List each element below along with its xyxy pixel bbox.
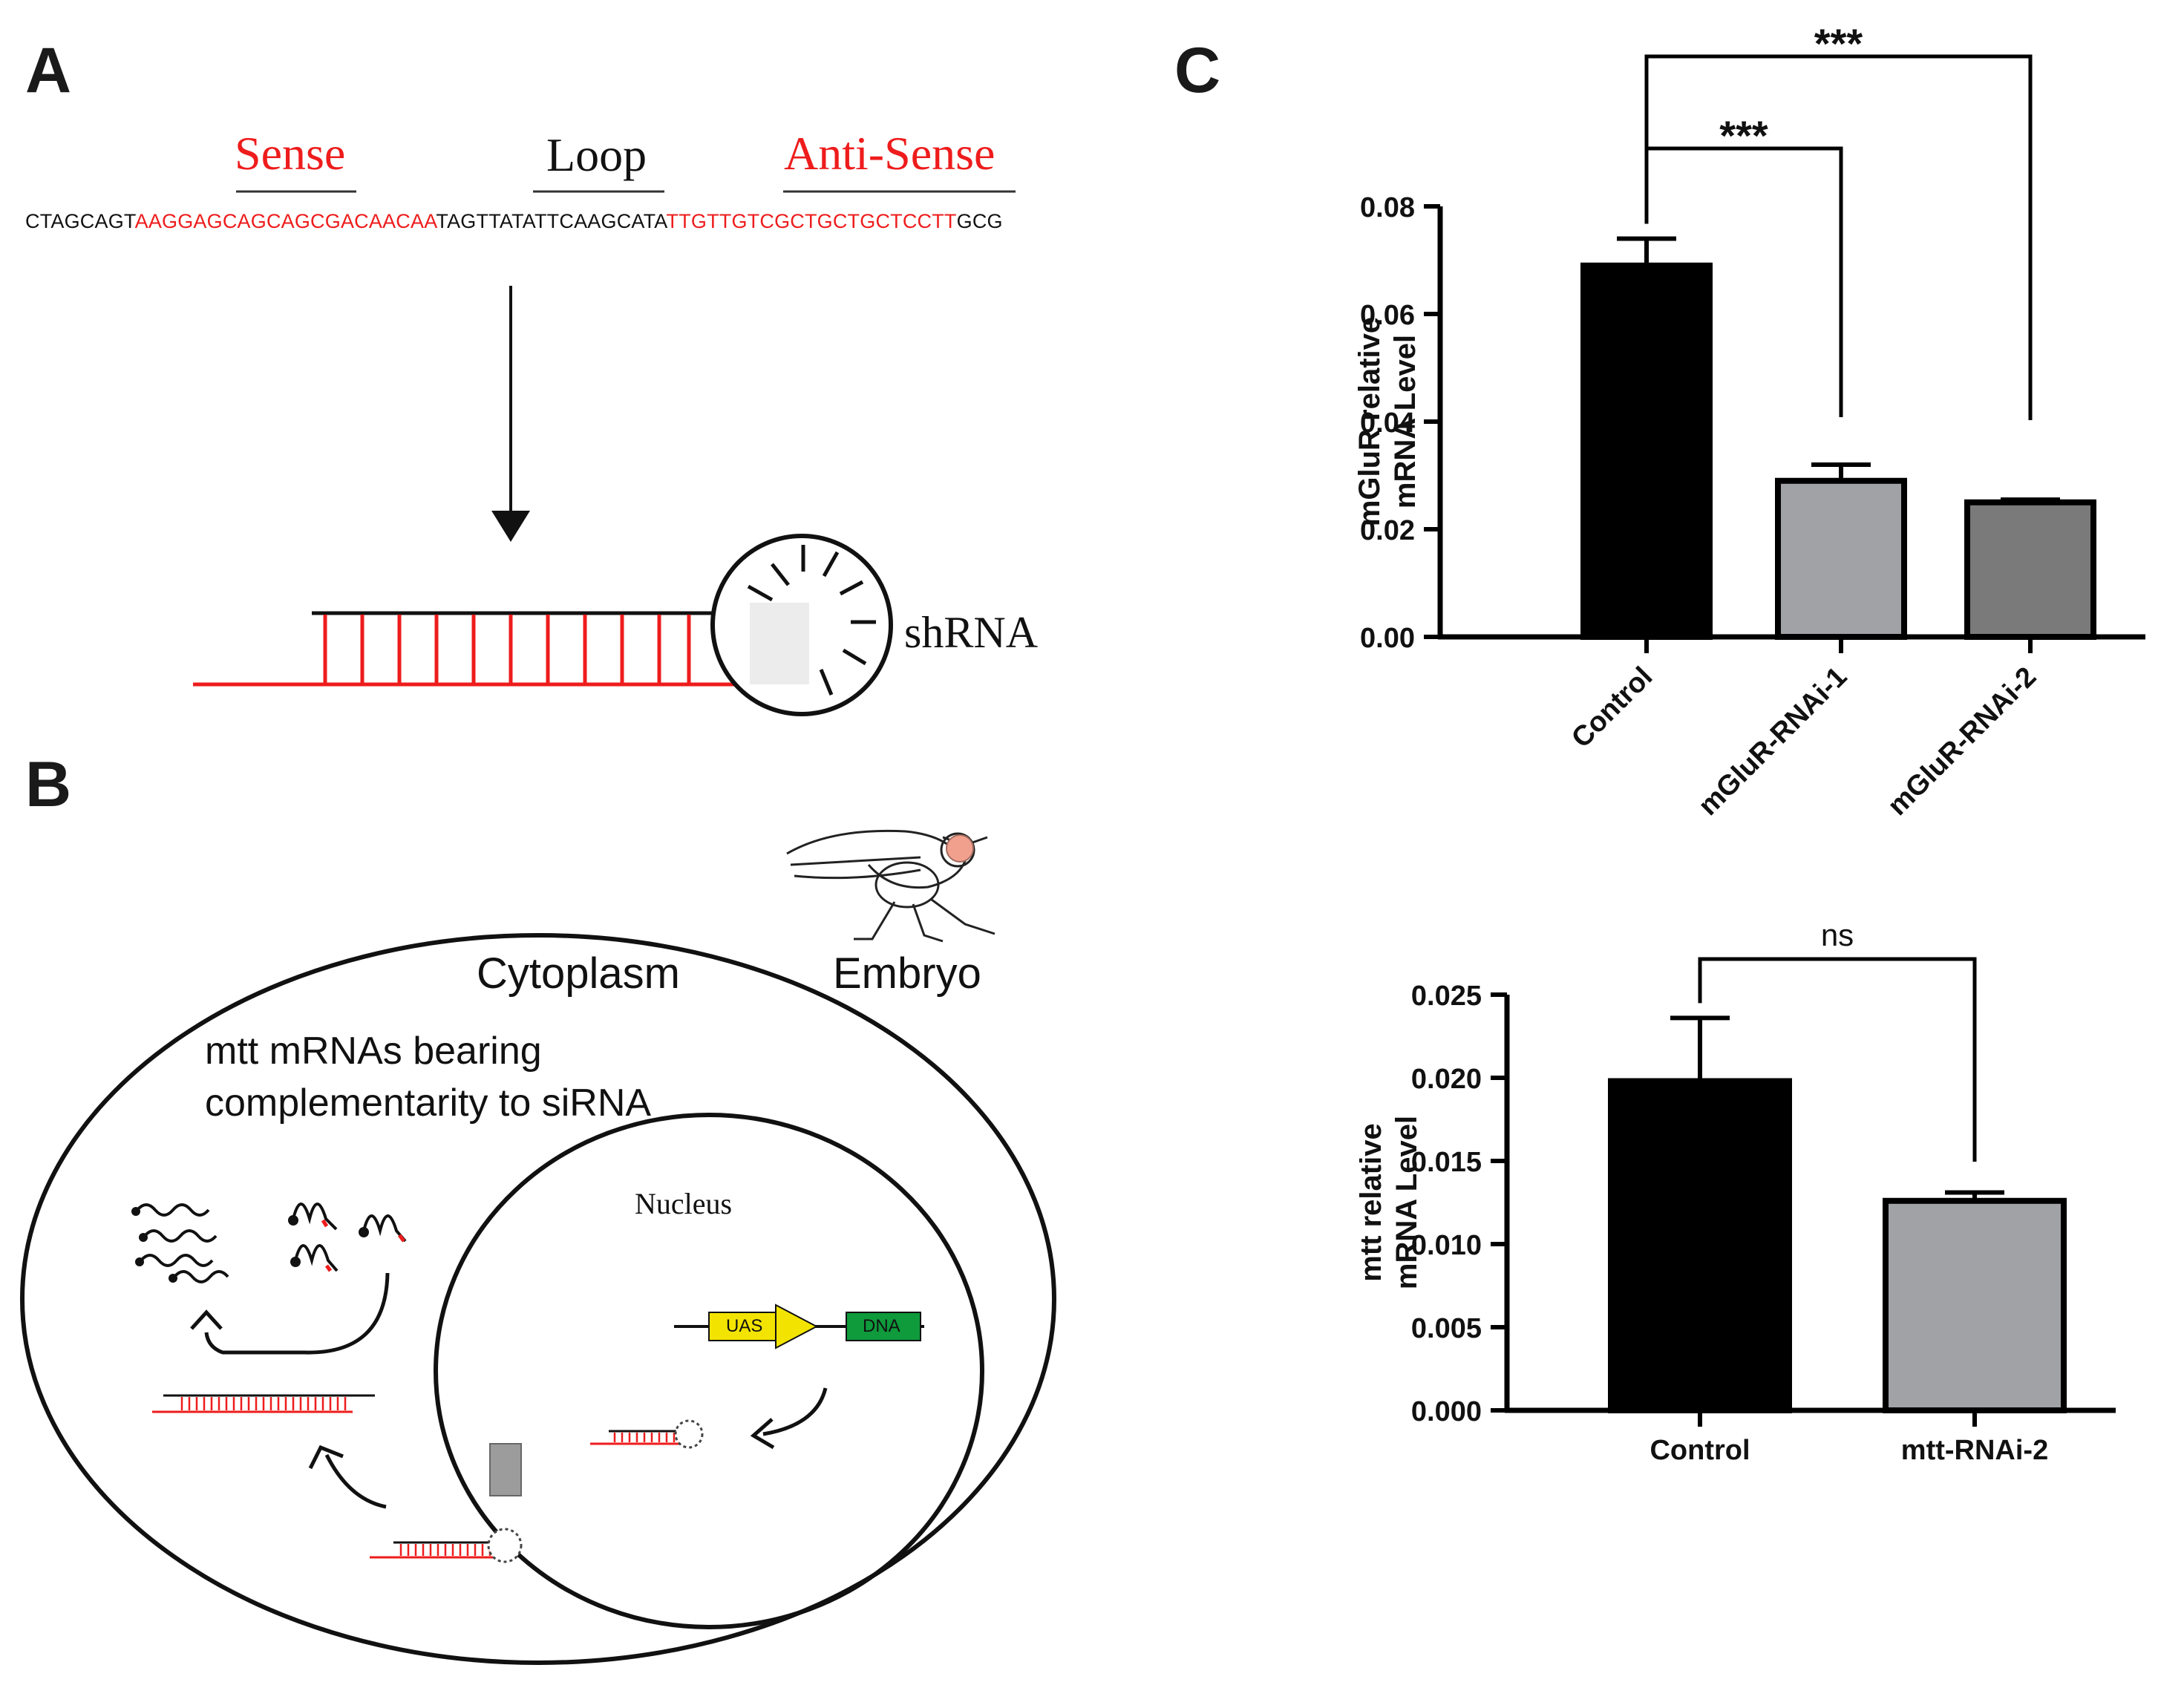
uas-label: UAS [726, 1316, 763, 1336]
uas-promoter-icon [775, 1303, 819, 1349]
x-tick-label-0-2: mGluR-RNAi-2 [1882, 661, 2042, 822]
significance-label-0-0: *** [1719, 112, 1768, 159]
significance-bracket-1-0 [1698, 957, 1977, 1162]
exported-shrna-icon [370, 1528, 523, 1563]
cytoplasm-label: Cytoplasm [477, 949, 680, 998]
bar-0-1 [1775, 477, 1907, 640]
shrna-label: shRNA [904, 608, 1039, 657]
y-tick-label-0-2: 0.04 [1360, 408, 1415, 439]
nuclear-pore-icon [489, 1443, 522, 1496]
significance-bracket-0-1 [1644, 54, 2033, 420]
x-tick-label-1-1: mtt-RNAi-2 [1901, 1435, 2048, 1466]
loop-label: Loop [546, 128, 647, 181]
mrna-label-line1: mtt mRNAs bearing [205, 1030, 542, 1073]
y-axis-title-line1-1: mtt relative [1355, 1123, 1387, 1281]
seq-loop: TAGTTATATTCAAGCATA [436, 210, 667, 232]
nucleus-ellipse [434, 1113, 984, 1629]
y-tick-label-0-4: 0.08 [1360, 192, 1415, 223]
nucleus-label: Nucleus [635, 1187, 733, 1220]
bar-0-2 [1964, 499, 2096, 640]
curved-arrow-head-icon [190, 1309, 223, 1330]
y-tick-label-1-5: 0.025 [1411, 981, 1482, 1012]
seq-sense: AAGGAGCAGCAGCGACAACAA [134, 210, 437, 232]
sense-label: Sense [235, 127, 346, 180]
x-tick-label-0-0: Control [1566, 661, 1658, 754]
mrna-squiggles-icon [136, 1203, 407, 1283]
y-tick-label-1-3: 0.015 [1411, 1147, 1482, 1178]
significance-label-0-1: *** [1814, 20, 1863, 67]
fly-eye-icon [946, 834, 974, 863]
mrna-target-marks [321, 1219, 405, 1272]
y-tick-label-0-1: 0.02 [1360, 515, 1415, 546]
curved-arrow-transcription [762, 1387, 828, 1436]
antisense-label: Anti-Sense [784, 127, 995, 180]
shrna-hairpin-icon [193, 534, 893, 716]
seq-prefix: CTAGCAGT [25, 210, 135, 232]
bar-0-0 [1580, 262, 1713, 640]
dna-label: DNA [863, 1316, 900, 1336]
dna-box [846, 1312, 921, 1341]
cytoplasm-ellipse [20, 933, 1056, 1665]
nuclear-shrna-icon [590, 1419, 704, 1449]
y-tick-label-0-3: 0.06 [1360, 300, 1415, 331]
y-axis-title-line2-1: mRNA Level [1390, 1116, 1423, 1289]
y-axis-title-line2-0: mRNA Level [1389, 335, 1422, 508]
arrow-down-icon [491, 511, 530, 542]
bar-1-0 [1608, 1078, 1792, 1413]
y-axis-title-line1-0: mGluR relative [1353, 317, 1386, 526]
panel-label-a: A [25, 35, 72, 106]
seq-suffix: GCG [956, 210, 1003, 232]
x-tick-label-1-0: Control [1650, 1435, 1750, 1466]
seq-antisense: TTGTTGTCGCTGCTGCTCCTT [666, 210, 957, 232]
y-tick-label-1-2: 0.010 [1411, 1230, 1482, 1261]
dna-sequence: CTAGCAGTAAGGAGCAGCAGCGACAACAATAGTTATATTC… [25, 210, 1003, 233]
mrna-label-line2: complementarity to siRNA [205, 1082, 652, 1125]
dicer-arrow-head-icon [308, 1444, 344, 1470]
fruit-fly-icon [786, 829, 995, 943]
y-tick-label-1-1: 0.005 [1411, 1313, 1482, 1344]
x-tick-label-0-1: mGluR-RNAi-1 [1693, 661, 1853, 822]
transcription-arrow-head-icon [750, 1418, 775, 1450]
embryo-label: Embryo [833, 949, 981, 998]
y-tick-label-1-0: 0.000 [1411, 1396, 1482, 1427]
mrna-caps-icon [131, 1207, 369, 1283]
y-tick-label-0-0: 0.00 [1360, 623, 1415, 654]
panel-label-b: B [25, 749, 72, 820]
y-tick-label-1-4: 0.020 [1411, 1064, 1482, 1095]
significance-label-1-0: ns [1821, 917, 1854, 952]
sirna-duplex-icon [152, 1394, 375, 1413]
curved-arrow-mrna [204, 1272, 390, 1355]
curved-arrow-dicer [324, 1453, 387, 1509]
panel-label-c: C [1174, 35, 1221, 106]
bar-1-1 [1883, 1197, 2067, 1413]
